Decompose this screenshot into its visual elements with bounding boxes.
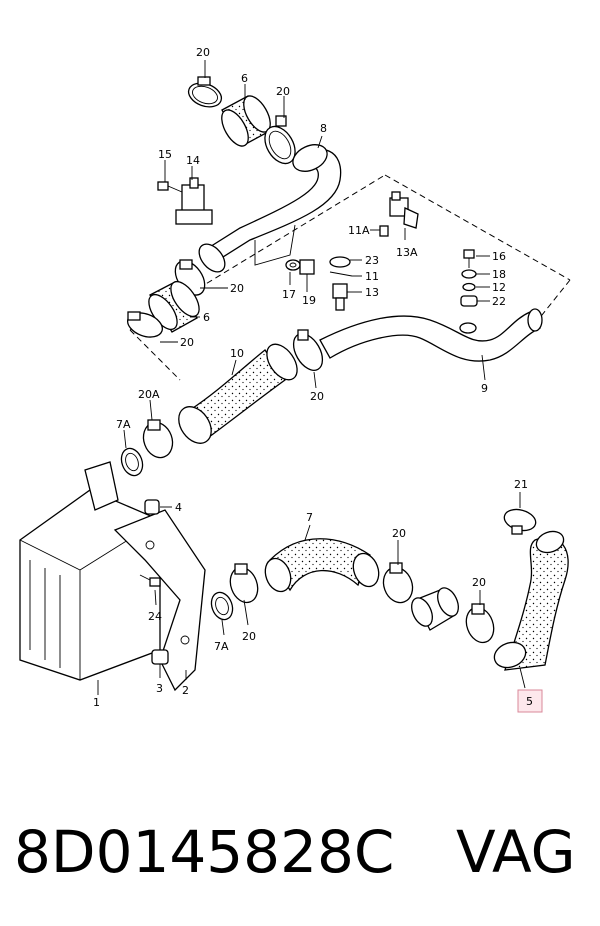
hose-clamp-20-e	[292, 329, 324, 371]
hose-clamp-20A	[142, 419, 174, 459]
clip-11	[329, 271, 353, 277]
intercooler-1	[19, 461, 161, 681]
label-16: 16	[492, 250, 506, 263]
rubber-mount-3	[151, 649, 169, 665]
hose-clamp-20-h	[465, 603, 495, 644]
label-22: 22	[492, 295, 506, 308]
label-5: 5	[526, 695, 533, 708]
label-20A: 20A	[138, 388, 160, 401]
stud-24	[139, 574, 161, 587]
label-9: 9	[481, 382, 488, 395]
hose-clamp-20-d	[127, 311, 163, 338]
label-8: 8	[320, 122, 327, 135]
brand-text: VAG	[456, 818, 576, 886]
nut-17	[285, 259, 301, 271]
label-3: 3	[156, 682, 163, 695]
label-7A: 7A	[116, 418, 131, 431]
label-20: 20	[230, 282, 244, 295]
label-20: 20	[242, 630, 256, 643]
washer-12	[462, 282, 476, 292]
rubber-mount-4	[144, 499, 160, 515]
label-20: 20	[276, 85, 290, 98]
label-24: 24	[148, 610, 162, 623]
bolt-15	[157, 181, 183, 193]
charge-pipe-8	[198, 144, 342, 273]
label-21: 21	[514, 478, 528, 491]
leader-lines	[97, 60, 526, 695]
charge-pipe-9	[319, 308, 543, 362]
label-11: 11	[365, 270, 379, 283]
label-14: 14	[186, 154, 200, 167]
label-4: 4	[175, 501, 182, 514]
hose-clamp-20-f	[229, 563, 259, 604]
highlighted-part-5[interactable]: 5	[517, 689, 543, 713]
label-6: 6	[203, 311, 210, 324]
label-1: 1	[93, 696, 100, 709]
intercooler-hose-5	[493, 530, 569, 671]
intercooler-hose-10	[178, 343, 298, 444]
bolt-11A	[379, 225, 389, 237]
bolt-16	[463, 249, 475, 268]
sensor-13A	[389, 191, 419, 229]
label-12: 12	[492, 281, 506, 294]
temperature-sensor-13	[332, 283, 348, 311]
label-10: 10	[230, 347, 244, 360]
label-23: 23	[365, 254, 379, 267]
label-11A: 11A	[348, 224, 370, 237]
hose-clamp-21	[503, 508, 537, 535]
label-13: 13	[365, 286, 379, 299]
label-15: 15	[158, 148, 172, 161]
hose-clamp-20-g	[382, 562, 414, 604]
o-ring-7A-top	[120, 447, 144, 477]
label-20: 20	[180, 336, 194, 349]
label-6: 6	[241, 72, 248, 85]
label-7: 7	[306, 511, 313, 524]
hose-sleeve-6-mid	[148, 280, 200, 333]
label-13A: 13A	[396, 246, 418, 259]
label-2: 2	[182, 684, 189, 697]
part-number-text: 8D0145828C	[14, 818, 394, 886]
washer-18	[461, 269, 477, 279]
label-20: 20	[392, 527, 406, 540]
grommet-22	[460, 295, 478, 307]
label-18: 18	[492, 268, 506, 281]
label-19: 19	[302, 294, 316, 307]
label-7A: 7A	[214, 640, 229, 653]
pressure-sensor-14	[175, 177, 213, 225]
label-20: 20	[472, 576, 486, 589]
label-17: 17	[282, 288, 296, 301]
label-20: 20	[196, 46, 210, 59]
label-20: 20	[310, 390, 324, 403]
hose-clamp-20-b	[264, 115, 296, 165]
bracket-2	[113, 509, 206, 692]
nut-19	[299, 259, 315, 275]
seal-ring-23	[329, 256, 351, 268]
o-ring-7A-bottom	[210, 591, 234, 621]
hose-clamp-20-top	[187, 76, 223, 108]
hose-sleeve-6-top	[221, 95, 271, 147]
part-labels: 20 6 20 8 15 14 11A 13A 16 18 12 22 23 1…	[93, 46, 528, 709]
hose-coupling	[411, 587, 459, 631]
intercooler-hose-7	[264, 538, 380, 593]
